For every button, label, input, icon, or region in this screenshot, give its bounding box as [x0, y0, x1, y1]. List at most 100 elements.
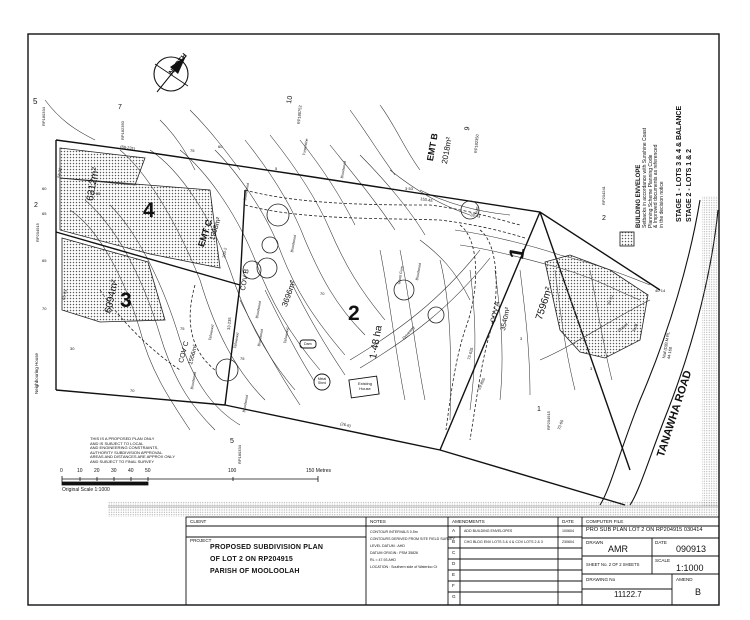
note-item: LOCATION : Southern side of Waterloo Ct: [370, 565, 438, 569]
adjacent-lot-plan: RP180334: [41, 107, 46, 126]
notes-label: NOTES: [370, 519, 386, 524]
svg-text:75: 75: [240, 356, 245, 361]
svg-text:3: 3: [590, 366, 593, 371]
building-envelope-legend: BUILDING ENVELOPE Setbacks in accordance…: [636, 128, 666, 228]
svg-text:73·60: 73·60: [556, 418, 564, 430]
project-line: OF LOT 2 ON RP204915: [210, 556, 293, 563]
svg-text:65·63: 65·63: [61, 288, 68, 300]
north-arrow: [153, 55, 189, 93]
scan-noise-strip: [108, 501, 718, 517]
note-item: CONTOURS DERIVED FROM SITE FIELD SURVEY: [370, 537, 455, 541]
adjacent-lot-plan: RP182350: [120, 121, 125, 140]
scale-value: 1:1000: [676, 563, 704, 573]
existing-house-label: Existing House: [357, 381, 372, 391]
svg-text:(69·231): (69·231): [120, 144, 136, 151]
survey-dimension-labels: (69·231) 57·65 56·32 153·45 28·43 203·2 …: [42, 144, 666, 430]
amendment-letter: B: [452, 539, 456, 544]
adjacent-lot-plan: RP204915: [35, 223, 40, 242]
svg-text:203·2: 203·2: [221, 246, 228, 258]
lot-boundaries: [55, 139, 661, 506]
computer-file: PRO SUB PLAN LOT 2 ON RP204915 030414: [586, 527, 703, 533]
amend-value: B: [695, 587, 702, 597]
scale-tick: 20: [94, 468, 100, 474]
adjacent-lot-number: 5: [33, 97, 38, 106]
amendment-date: 230604: [562, 540, 574, 544]
date2-value: 090913: [676, 544, 707, 554]
svg-text:3: 3: [520, 336, 523, 341]
note-line: AREAS AND DISTANCES ARE APPROX ONLY: [90, 454, 175, 460]
lot4-envelope-b: [59, 177, 221, 269]
amendment-letter: G: [452, 594, 456, 599]
lot3-number: 3: [120, 289, 132, 312]
neighbouring-house-label: Neighbouring House: [34, 352, 39, 394]
svg-text:28·43: 28·43: [470, 212, 482, 219]
scale-tick: 100: [228, 468, 237, 474]
scale-tick: 40: [128, 468, 134, 474]
building-envelopes: [59, 147, 649, 359]
svg-text:84·22: 84·22: [606, 293, 614, 305]
svg-text:75: 75: [180, 326, 185, 331]
metal-shed-label: Metal Shed: [317, 377, 327, 385]
amendment-letter: A: [452, 528, 456, 533]
note-line: AUTHORITY SUBDIVISION APPROVAL.: [90, 449, 164, 455]
scale-tick: 0: [60, 468, 63, 474]
svg-text:65: 65: [42, 211, 47, 216]
scale-tick: 150 Metres: [306, 468, 332, 474]
adjacent-lot-plan: RP204915: [546, 411, 551, 430]
lot2-number: 2: [348, 302, 360, 325]
scale-tick: 50: [145, 468, 151, 474]
project-line: PARISH OF MOOLOOLAH: [210, 568, 300, 575]
adjacent-lot-number: 2: [34, 202, 38, 209]
existing-house: [348, 375, 380, 399]
stage1-label: STAGE 1 - LOTS 3 & 4 & BALANCE: [676, 105, 683, 222]
svg-text:56·32: 56·32: [56, 166, 63, 178]
date2-label: DATE: [655, 540, 667, 545]
amendment-letter: D: [452, 561, 456, 566]
legend-symbol: [619, 231, 635, 247]
project-line: PROPOSED SUBDIVISION PLAN: [210, 544, 324, 551]
scale-bar: [61, 476, 319, 486]
stage2-label: STAGE 2 - LOTS 1 & 2: [686, 149, 693, 222]
amend-date-label: DATE: [562, 519, 574, 524]
amendment-text: CHG BLDG ENV LOTS 3 & 4 & COV LOTS 2 & 3: [464, 540, 543, 544]
drawing-no-label: DRAWING No: [586, 577, 616, 582]
note-line: AND SUBJECT TO FINAL SURVEY: [90, 458, 155, 464]
svg-text:65: 65: [42, 258, 47, 263]
drawn-value: AMR: [608, 544, 628, 554]
lot3-envelope: [61, 237, 166, 323]
adjacent-lot-number: 7: [118, 104, 122, 111]
adjacent-lot-number: 2: [602, 215, 606, 222]
svg-text:73·625: 73·625: [466, 346, 474, 360]
tree-markers: [215, 200, 480, 382]
building-envelope-line: in the decision notice: [659, 181, 666, 228]
svg-text:33·235: 33·235: [226, 316, 232, 330]
dam: [299, 339, 317, 349]
svg-text:5: 5: [275, 166, 278, 171]
amendment-letter: C: [452, 550, 456, 555]
svg-text:70: 70: [130, 388, 135, 393]
notes-list: CONTOUR INTERVALS 0.5m CONTOURS DERIVED …: [370, 529, 455, 571]
svg-text:75: 75: [190, 148, 195, 153]
existing-structures: [299, 339, 380, 399]
note-line: AND IS SUBJECT TO LOCAL: [90, 440, 144, 446]
scale-label: SCALE: [655, 558, 671, 563]
scale-tick: 10: [77, 468, 83, 474]
adjacent-lot-plan: RP204241: [601, 186, 606, 205]
amendments-label: AMENDMENTS: [452, 519, 485, 524]
svg-text:29·855: 29·855: [476, 376, 486, 390]
svg-text:70: 70: [42, 306, 47, 311]
lot4-number: 4: [143, 199, 155, 222]
driveway: [349, 249, 651, 369]
dam-label: Dam: [304, 342, 312, 346]
road-edge: [599, 196, 719, 506]
metal-shed: [313, 373, 331, 391]
amendment-letter: F: [452, 583, 455, 588]
note-item: LEVEL DATUM : AHD: [370, 544, 405, 548]
amend-label: AMEND: [676, 577, 693, 582]
svg-text:60: 60: [42, 186, 47, 191]
sheet-number: SHEET No. 2 OF 2 SHEETS: [586, 562, 640, 567]
svg-text:60: 60: [218, 144, 223, 149]
svg-text:30: 30: [70, 346, 75, 351]
svg-text:153·45: 153·45: [420, 196, 434, 203]
